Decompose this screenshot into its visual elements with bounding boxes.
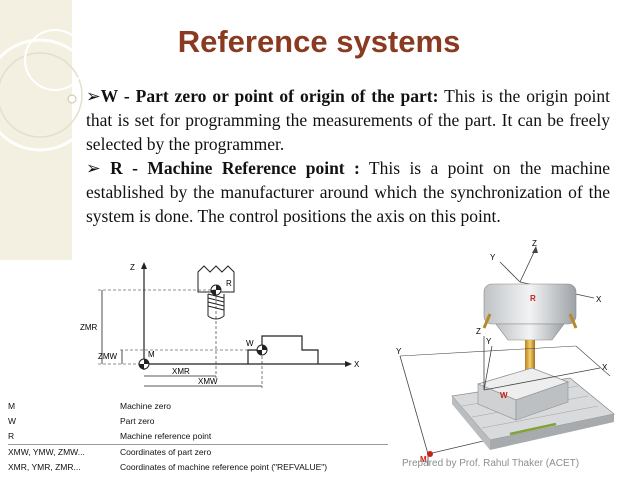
- legend-value: Coordinates of part zero: [120, 447, 212, 457]
- base-y-label: Y: [396, 347, 402, 356]
- legend-value: Machine reference point: [120, 431, 212, 441]
- legend-row: M Machine zero: [8, 399, 388, 414]
- author-credit: Prepared by Prof. Rahul Thaker (ACET): [402, 458, 580, 469]
- legend-value: Machine zero: [120, 401, 172, 411]
- bullet-term: R - Machine Reference point :: [110, 158, 360, 178]
- legend-key: XMW, YMW, ZMW...: [8, 447, 85, 457]
- bullet-machine-reference: ➢ R - Machine Reference point : This is …: [86, 156, 610, 228]
- r-label: R: [226, 279, 232, 288]
- xmr-label: XMR: [172, 367, 190, 376]
- legend-value: Coordinates of machine reference point (…: [120, 462, 328, 472]
- legend-key: R: [8, 431, 15, 441]
- x-axis-label: X: [354, 360, 360, 369]
- mid-x-label: X: [602, 363, 608, 372]
- legend-key: XMR, YMR, ZMR...: [8, 462, 81, 472]
- tool-holder: [495, 323, 565, 341]
- z-axis-label: Z: [130, 263, 135, 272]
- bullet-arrow-icon: ➢: [86, 86, 101, 106]
- legend-row: W Part zero: [8, 414, 388, 429]
- w-marker-label: W: [500, 391, 508, 400]
- table-travel-arrow: [509, 422, 557, 436]
- legend-value: Part zero: [120, 416, 155, 426]
- mid-z-label: Z: [476, 327, 481, 336]
- tool-clamp: [482, 313, 578, 329]
- slide-body: ➢W - Part zero or point of origin of the…: [86, 84, 610, 228]
- legend-row: XMR, YMR, ZMR... Coordinates of machine …: [8, 460, 388, 475]
- legend-key: W: [8, 416, 17, 426]
- r-marker-label: R: [530, 294, 536, 303]
- drill-bit: [525, 340, 535, 370]
- bullet-arrow-icon: ➢: [86, 158, 111, 178]
- legend-row: R Machine reference point: [8, 429, 388, 444]
- zmw-label: ZMW: [98, 352, 118, 361]
- top-x-label: X: [596, 295, 602, 304]
- legend-row: XMW, YMW, ZMW... Coordinates of part zer…: [8, 444, 388, 460]
- bullet-text: This is a point on the machine establish…: [86, 158, 610, 226]
- decorative-rings: [0, 29, 97, 152]
- bullet-part-zero: ➢W - Part zero or point of origin of the…: [86, 84, 610, 156]
- m-label: M: [148, 350, 155, 359]
- m-marker-label: M: [420, 455, 427, 464]
- bullet-term: W - Part zero or point of origin of the …: [100, 86, 439, 106]
- bullet-text: This is the origin point that is set for…: [86, 86, 610, 154]
- w-label: W: [246, 339, 254, 348]
- mid-y-label: Y: [486, 337, 492, 346]
- part-zero-w: [256, 344, 268, 356]
- legend-key: M: [8, 401, 16, 411]
- coordinate-diagram: Z X R W M ZMR ZMW XMR XMW: [80, 262, 360, 388]
- machine-zero-m: [138, 358, 150, 370]
- spindle-housing: [483, 283, 577, 325]
- xmw-label: XMW: [198, 377, 218, 386]
- machine-3d-illustration: Z Y X R Y X Z Y X W M: [396, 239, 615, 466]
- top-z-label: Z: [532, 239, 537, 248]
- top-y-label: Y: [490, 253, 496, 262]
- zmr-label: ZMR: [80, 323, 98, 332]
- machine-zero-marker: [427, 451, 433, 457]
- slide-title: Reference systems: [177, 24, 461, 59]
- legend-table: M Machine zero W Part zero R Machine ref…: [8, 399, 388, 475]
